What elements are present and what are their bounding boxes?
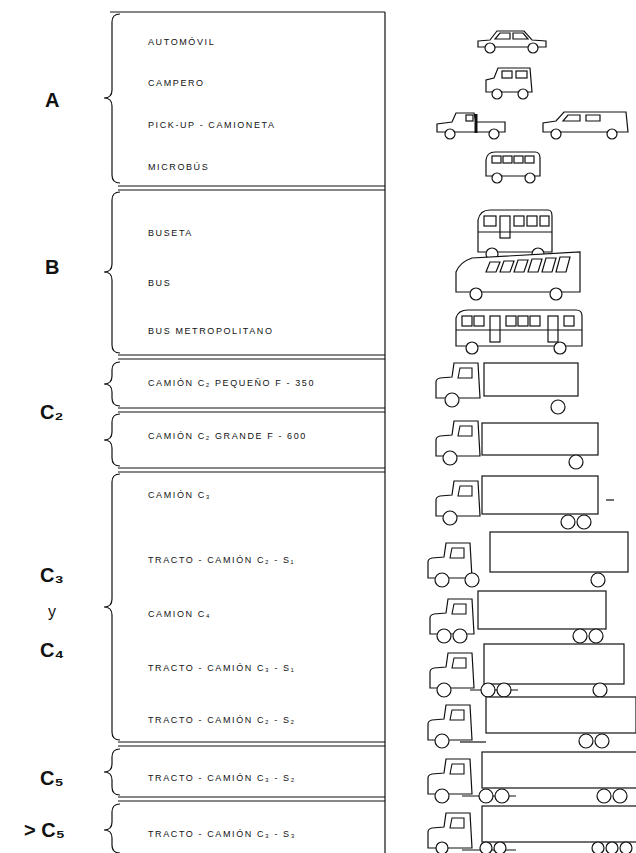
vehicle-name: TRACTO - CAMIÓN C₃ - S₁ [148,663,295,673]
group-letter: C₃ [40,564,64,587]
group-letter: A [45,89,59,112]
vehicle-name: AUTOMÓVIL [148,37,215,47]
group-letter: > C₅ [24,819,65,842]
group-letter: C₄ [40,639,64,662]
vehicle-name: CAMIÓN C₂ PEQUEÑO F - 350 [148,378,315,388]
vehicle-name: PICK-UP - CAMIONETA [148,120,276,130]
vehicle-name: TRACTO - CAMIÓN C₂ - S₂ [148,715,296,725]
group-letter: C₂ [40,401,63,424]
vehicle-name: CAMIÓN C₃ [148,490,211,500]
vehicle-name: TRACTO - CAMIÓN C₃ - S₃ [148,829,296,839]
vehicle-name: CAMPERO [148,78,205,88]
vehicle-name: CAMIÓN C₂ GRANDE F - 600 [148,431,307,441]
vehicle-name: TRACTO - CAMIÓN C₃ - S₂ [148,773,296,783]
group-letter: C₅ [40,767,64,790]
group-letter: B [45,256,59,279]
vehicle-name: BUSETA [148,228,193,238]
vehicle-name: CAMION C₄ [148,609,211,619]
vehicle-name: BUS METROPOLITANO [148,326,274,336]
vehicle-name: BUS [148,278,171,288]
vehicle-name: TRACTO - CAMIÓN C₂ - S₁ [148,555,295,565]
group-connector: y [48,603,56,621]
vehicle-name: MICROBÚS [148,162,209,172]
